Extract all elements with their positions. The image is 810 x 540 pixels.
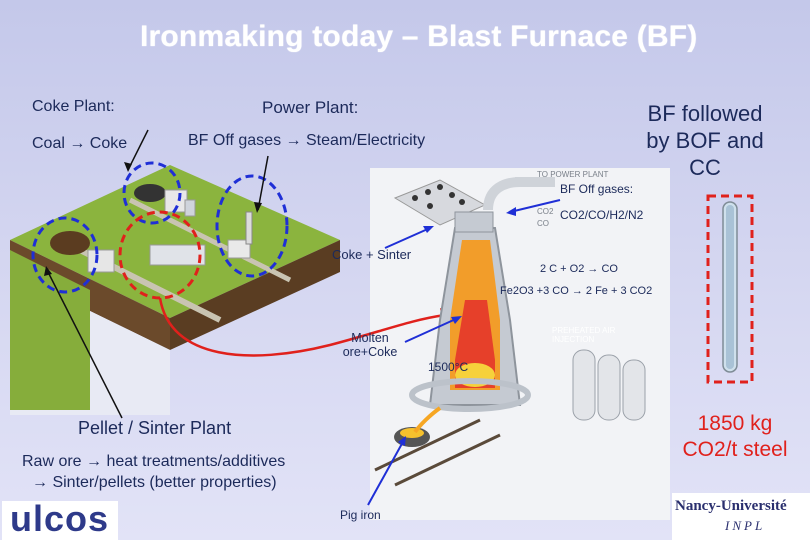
pellet-plant-circle [31,216,99,294]
power-plant-title: Power Plant: [262,98,359,117]
molten-line-2: ore+Coke [342,345,398,359]
coke-plant-title: Coke Plant: [32,98,115,115]
bf-followed-label: BF followed by BOF and CC [625,100,785,181]
preheated-air-label: PREHEATED AIR INJECTION [552,326,615,344]
power-chimney [245,211,253,245]
co2-small-label: CO2 [537,207,554,216]
pellet-arrow [46,269,123,419]
off-gases-composition: CO2/CO/H2/N2 [560,208,644,222]
off-gas-arrow [509,199,561,213]
sinter-building [149,244,206,266]
reaction-1: 2 C + O2 → CO [540,263,618,275]
hot-stove-3 [622,359,646,421]
co-small-label: CO [537,219,549,228]
ulcos-logo: ulcos [2,498,118,540]
landscape-left-field [10,250,90,410]
slide-title: Ironmaking today – Blast Furnace (BF) [140,20,698,53]
power-arrow [257,155,269,211]
power-plant-desc: BF Off gases → Steam/Electricity [188,132,426,149]
road-1 [58,237,222,323]
temperature-label: 1500°C [428,360,469,374]
pig-iron-arrow [367,439,405,506]
ore-pile [50,231,90,255]
nancy-universite-logo [672,493,810,540]
pellet-plant-title: Pellet / Sinter Plant [78,418,232,438]
co2-result-line-2: CO2/t steel [682,438,788,461]
coal-pile [134,184,166,202]
landscape-top [10,165,340,318]
power-building [227,239,251,259]
nancy-universite-title: Nancy-Université [675,498,787,514]
furnace-top [454,211,494,233]
bf-followed-line-3: CC [689,155,721,180]
to-power-plant-label: TO POWER PLANT [537,170,609,179]
nancy-universite-sub: INPL [725,518,766,533]
coke-sinter-arrow [384,227,431,249]
molten-line-1: Molten [351,331,389,345]
coke-sinter-label: Coke + Sinter [332,247,412,262]
sinter-to-furnace-line [158,297,446,357]
preheated-air-line-2: INJECTION [552,335,595,344]
bf-followed-line-2: by BOF and [646,128,764,153]
coke-plant-circle [122,161,182,225]
molten-arrow [404,317,459,343]
bustle-pipe [409,378,531,412]
pellet-plant-desc-2: → Sinter/pellets (better properties) [32,474,277,491]
pellet-building [87,249,115,273]
coke-plant-desc: Coal → Coke [32,135,128,152]
reaction-2: Fe2O3 +3 CO → 2 Fe + 3 CO2 [500,285,653,297]
co2-result: 1850 kg CO2/t steel [660,411,810,463]
furnace-panel [370,168,670,520]
ulcos-logo-text: ulcos [10,498,110,539]
gauge-dashed-frame [706,194,754,384]
pellet-plant-desc-1: Raw ore → heat treatments/additives [22,453,286,470]
preheated-air-line-1: PREHEATED AIR [552,326,616,335]
pig-iron-label: Pig iron [340,508,381,522]
bf-followed-line-1: BF followed [647,101,763,126]
hot-stove-2 [597,354,621,421]
landscape-side-right [170,240,340,350]
power-plant-circle [215,174,289,278]
off-gases-label: BF Off gases: [560,182,634,196]
co2-result-line-1: 1850 kg [697,412,773,435]
gauge-fill [726,205,734,369]
molten-label: Molten ore+Coke [335,331,405,359]
rail-2 [394,433,501,487]
hot-stove-1 [572,349,596,421]
road-2 [128,197,292,283]
coke-arrow [127,129,149,171]
